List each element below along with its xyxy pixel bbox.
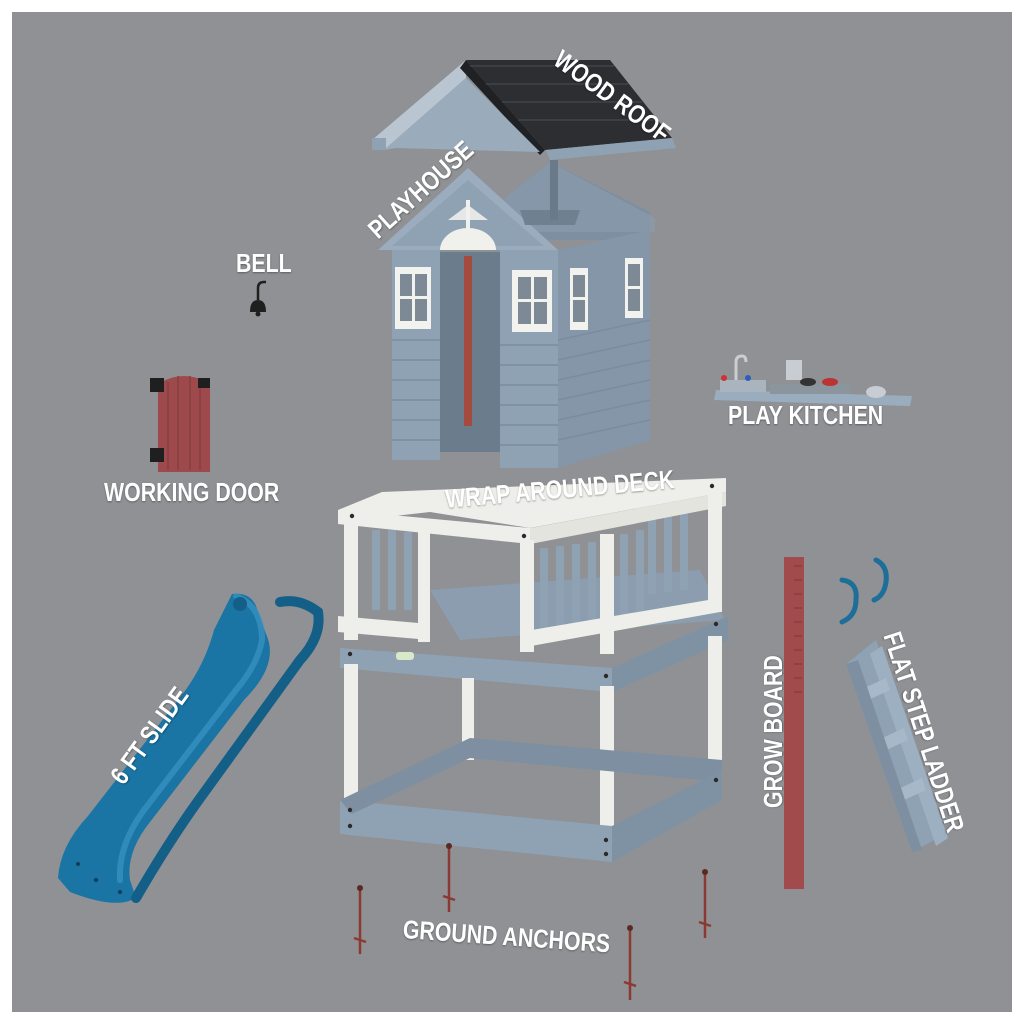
grab-handles [839, 557, 889, 625]
ground-anchors [353, 846, 712, 1000]
wrap-around-deck [338, 478, 728, 862]
label-bell: BELL [236, 248, 292, 278]
wood-roof [372, 60, 676, 160]
grow-board [784, 557, 804, 889]
flat-step-ladder [846, 640, 948, 852]
play-kitchen [714, 354, 912, 406]
slide [58, 593, 324, 903]
playhouse [378, 160, 655, 468]
label-play-kitchen: PLAY KITCHEN [728, 400, 884, 430]
working-door [150, 376, 210, 472]
label-working-door: WORKING DOOR [104, 477, 280, 507]
label-grow-board: GROW BOARD [758, 655, 788, 808]
bell [250, 280, 266, 317]
